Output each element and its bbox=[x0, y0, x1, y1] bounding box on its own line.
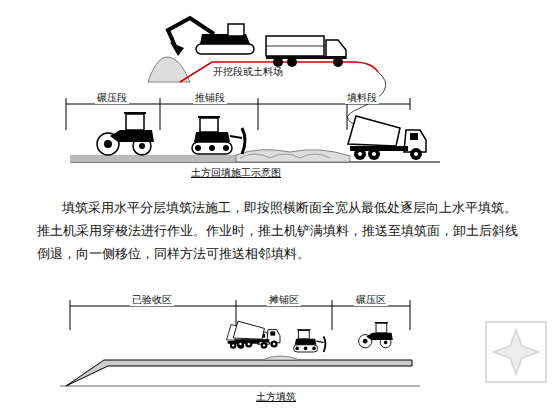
body-paragraph: 填筑采用水平分层填筑法施工，即按照横断面全宽从最低处逐层向上水平填筑。推土机采用… bbox=[37, 196, 523, 265]
zone-label: 摊铺区 bbox=[267, 294, 301, 306]
figure-caption: 土方填筑 bbox=[256, 392, 296, 403]
section-label: 填料段 bbox=[345, 92, 379, 104]
section-label: 碾压段 bbox=[95, 92, 129, 104]
zone-label: 已验收区 bbox=[130, 294, 174, 306]
zone-label: 碾压区 bbox=[354, 294, 388, 306]
area-label: 开挖段或土料场 bbox=[213, 66, 283, 78]
figure-caption: 土方回填施工示意图 bbox=[191, 168, 281, 179]
section-label: 推铺段 bbox=[193, 92, 227, 104]
